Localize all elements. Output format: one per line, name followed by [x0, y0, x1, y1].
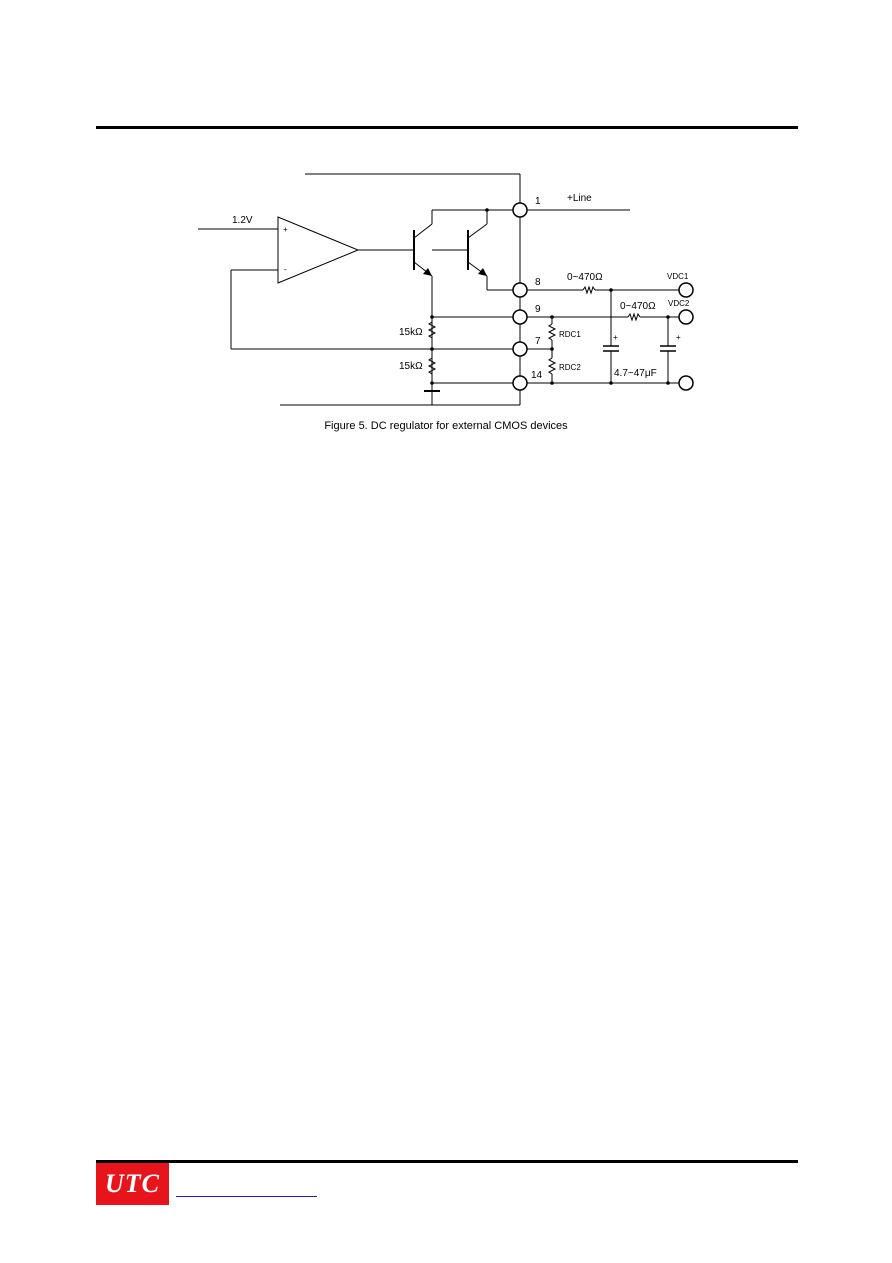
resistor-rdc2 — [547, 357, 557, 375]
r-lower-label: 15kΩ — [399, 361, 423, 372]
pin-1-terminal — [512, 202, 528, 218]
header-rule — [96, 126, 798, 129]
cap-value-label: 4.7~47μF — [614, 368, 657, 379]
transistor-1-emitter-arrow — [423, 268, 432, 276]
vdc1-label: VDC1 — [667, 272, 689, 281]
line-label: +Line — [567, 193, 592, 204]
transistor-2-emitter-arrow — [478, 268, 487, 276]
vdc2-terminal — [678, 309, 694, 325]
res-top-label: 0~470Ω — [567, 272, 603, 283]
rdc2-label: RDC2 — [559, 363, 581, 372]
figure-caption: Figure 5. DC regulator for external CMOS… — [324, 420, 568, 432]
resistor-vdc2 — [627, 312, 641, 322]
footer-link-underline[interactable] — [176, 1196, 317, 1197]
pin-9-terminal — [512, 309, 528, 325]
pin-9-label: 9 — [535, 304, 541, 315]
utc-logo: UTC — [96, 1163, 169, 1205]
opamp-plus-label: + — [283, 225, 288, 234]
pin-8-label: 8 — [535, 277, 541, 288]
resistor-vdc1 — [582, 285, 596, 295]
pin-7-label: 7 — [535, 336, 541, 347]
pin-8-terminal — [512, 282, 528, 298]
resistor-15k-upper — [427, 321, 437, 339]
vdc1-terminal — [678, 282, 694, 298]
reference-voltage-label: 1.2V — [232, 215, 253, 226]
r-upper-label: 15kΩ — [399, 327, 423, 338]
footer-rule — [96, 1160, 798, 1163]
cap-plus-label: + — [613, 333, 618, 342]
vdc2-label: VDC2 — [668, 299, 690, 308]
pin-1-label: 1 — [535, 196, 541, 207]
opamp-symbol — [277, 216, 360, 284]
ground-terminal — [678, 375, 694, 391]
pin-14-label: 14 — [531, 370, 543, 381]
pin-14-terminal — [512, 375, 528, 391]
cap-plus2-label: + — [676, 333, 681, 342]
pin-7-terminal — [512, 341, 528, 357]
utc-logo-text: UTC — [105, 1169, 160, 1198]
rdc1-label: RDC1 — [559, 330, 581, 339]
res-mid-label: 0~470Ω — [620, 301, 656, 312]
opamp-minus-label: - — [284, 265, 287, 274]
resistor-rdc1 — [547, 323, 557, 341]
resistor-15k-lower — [427, 357, 437, 375]
